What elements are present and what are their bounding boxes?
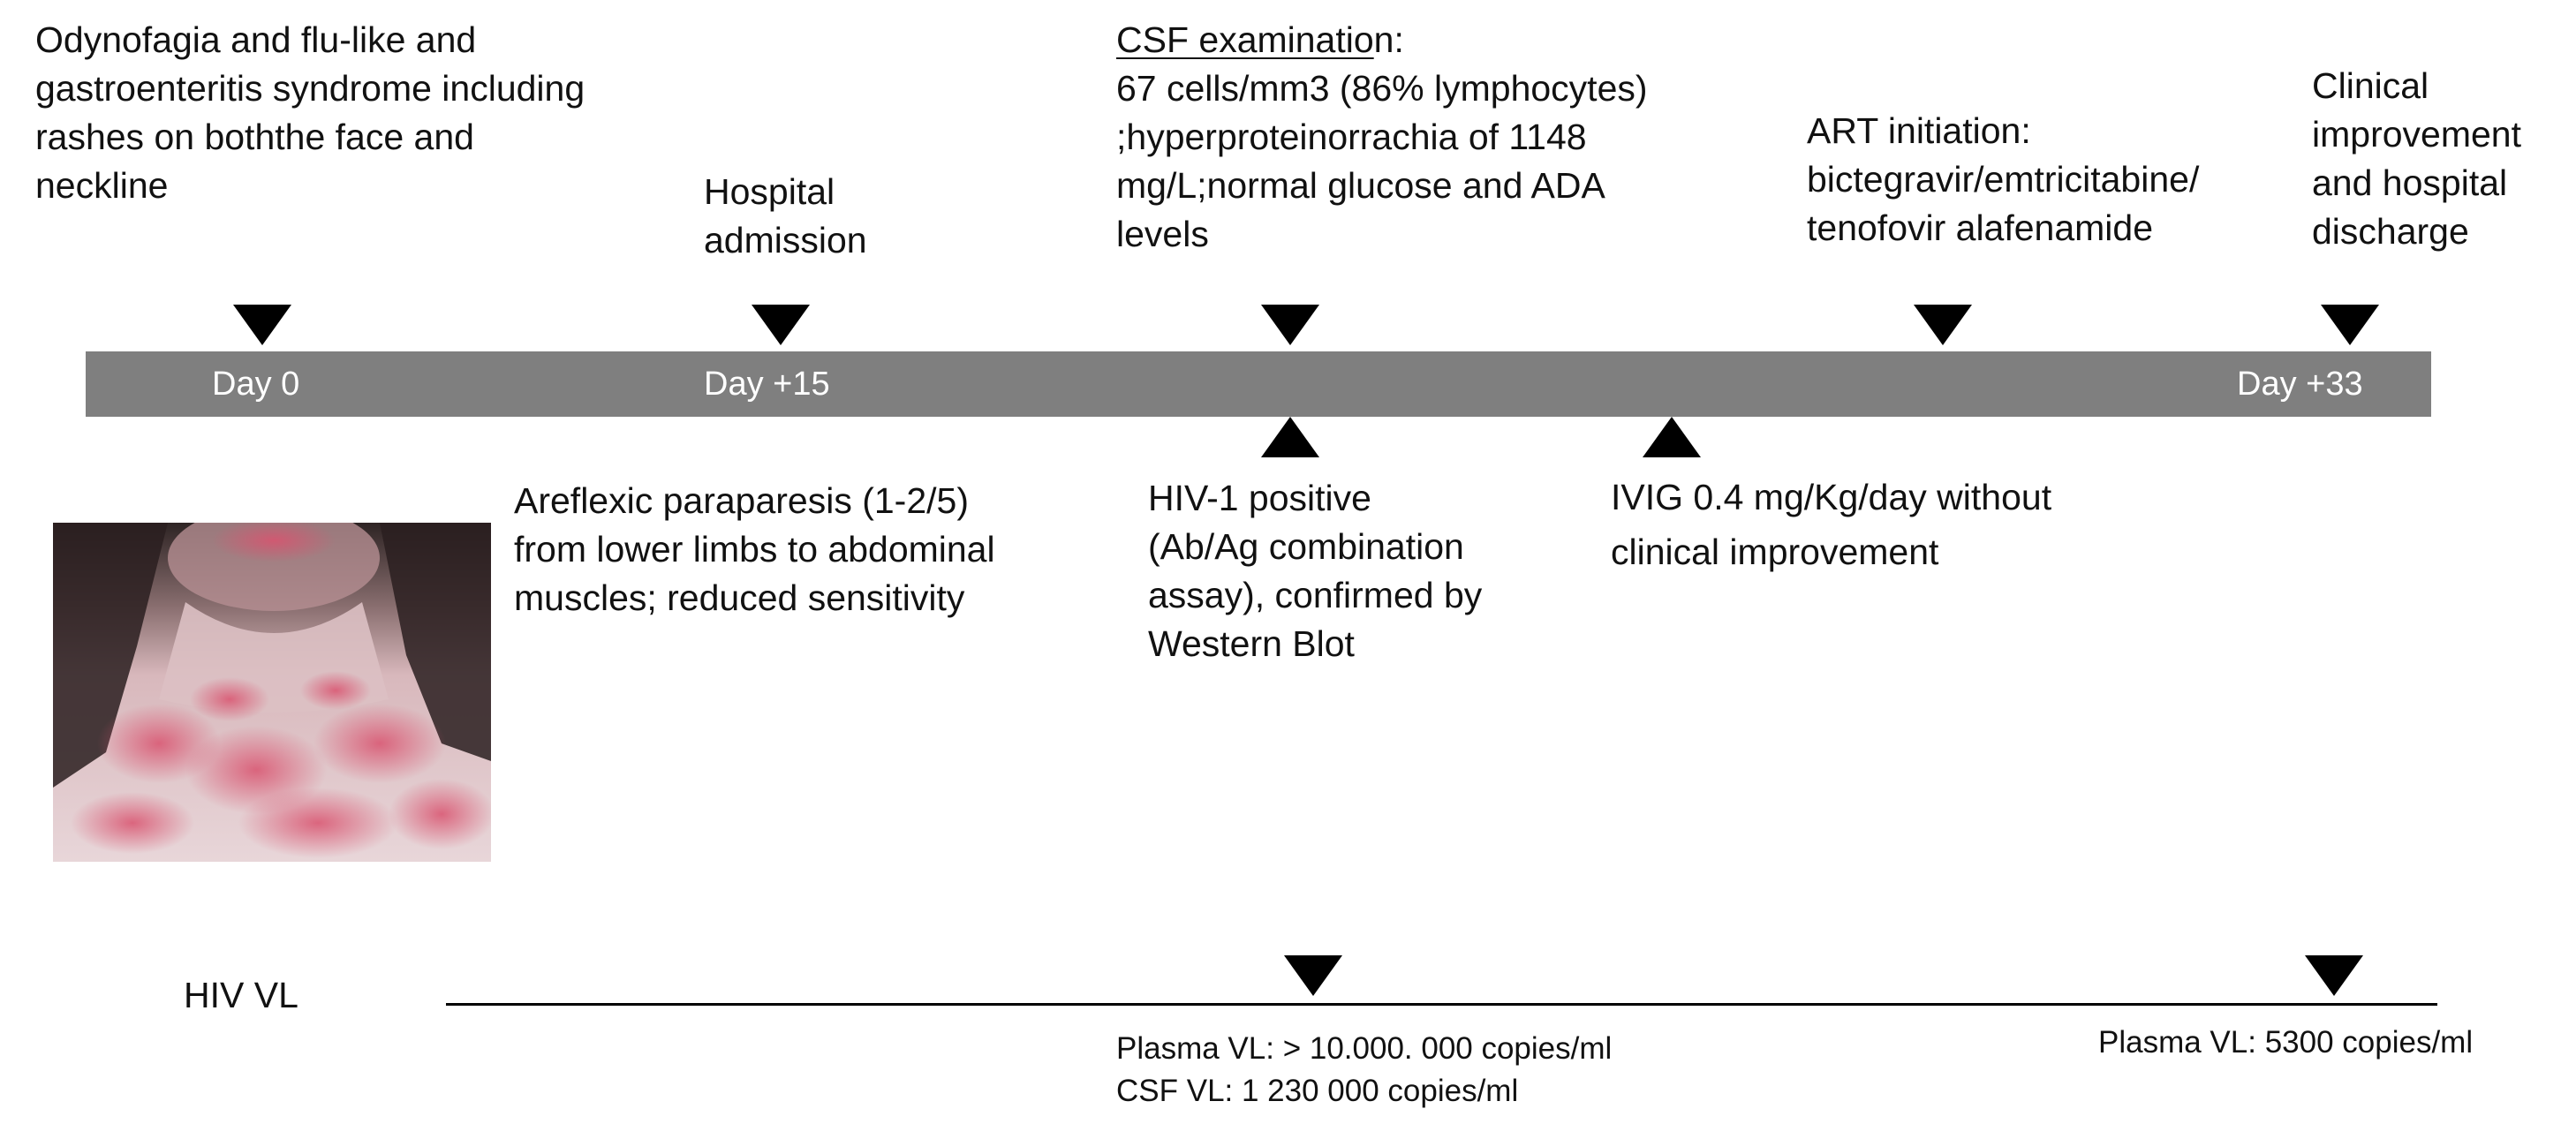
marker-down-discharge: [2321, 305, 2379, 345]
day-label-0: Day 0: [212, 366, 300, 403]
event-discharge-line: improvement: [2312, 114, 2521, 155]
event-hiv-line: (Ab/Ag combination: [1148, 526, 1464, 567]
marker-up-ivig: [1643, 417, 1701, 457]
event-discharge-text: Clinical improvement and hospital discha…: [2312, 62, 2521, 256]
event-csf-line: levels: [1116, 214, 1209, 254]
event-discharge-line: Clinical: [2312, 65, 2429, 106]
marker-down-art: [1914, 305, 1972, 345]
marker-down-day0: [233, 305, 291, 345]
event-paraparesis-line: Areflexic paraparesis (1-2/5): [514, 480, 969, 521]
event-day0-line: Odynofagia and flu-like and: [35, 19, 477, 60]
event-art-text: ART initiation: bictegravir/emtricitabin…: [1807, 107, 2199, 253]
event-admission-line: admission: [704, 220, 867, 260]
event-discharge-line: discharge: [2312, 211, 2469, 252]
event-day0-line: rashes on boththe face and: [35, 117, 474, 157]
marker-up-hiv: [1261, 417, 1319, 457]
event-csf-text: CSF examination: 67 cells/mm3 (86% lymph…: [1116, 16, 1648, 259]
marker-down-admission: [752, 305, 810, 345]
rash-photo-image: [53, 523, 491, 862]
event-paraparesis-text: Areflexic paraparesis (1-2/5) from lower…: [514, 477, 995, 622]
marker-down-csf: [1261, 305, 1319, 345]
event-csf-line: ;hyperproteinorrachia of 1148: [1116, 117, 1587, 157]
event-discharge-line: and hospital: [2312, 162, 2508, 203]
event-ivig-line: clinical improvement: [1611, 532, 1939, 572]
csf-heading: CSF examination:: [1116, 16, 1648, 64]
event-day0-line: neckline: [35, 165, 169, 206]
timeline-bar: [86, 351, 2431, 417]
event-day0-line: gastroenteritis syndrome including: [35, 68, 585, 109]
event-paraparesis-line: muscles; reduced sensitivity: [514, 577, 965, 618]
event-paraparesis-line: from lower limbs to abdominal: [514, 529, 995, 570]
vl-first-text: Plasma VL: > 10.000. 000 copies/ml CSF V…: [1116, 1028, 1612, 1113]
marker-down-vl-2: [2305, 955, 2363, 996]
event-art-line: ART initiation:: [1807, 110, 2031, 151]
vl-second-text: Plasma VL: 5300 copies/ml: [2098, 1025, 2474, 1060]
event-ivig-text: IVIG 0.4 mg/Kg/day without clinical impr…: [1611, 470, 2051, 579]
event-art-line: tenofovir alafenamide: [1807, 207, 2154, 248]
marker-down-vl-1: [1284, 955, 1342, 996]
event-hiv-line: assay), confirmed by: [1148, 575, 1483, 615]
day-label-33: Day +33: [2237, 366, 2363, 403]
rash-photo: [53, 523, 491, 862]
event-ivig-line: IVIG 0.4 mg/Kg/day without: [1611, 477, 2052, 517]
hiv-vl-label: HIV VL: [184, 975, 298, 1015]
viral-load-line: [446, 1003, 2437, 1006]
event-csf-line: 67 cells/mm3 (86% lymphocytes): [1116, 68, 1648, 109]
csf-heading-suffix: n:: [1373, 19, 1404, 60]
event-admission-line: Hospital: [704, 171, 835, 212]
event-admission-text: Hospital admission: [704, 168, 867, 265]
event-hiv-line: Western Blot: [1148, 623, 1355, 664]
event-csf-line: mg/L;normal glucose and ADA: [1116, 165, 1605, 206]
event-hiv-line: HIV-1 positive: [1148, 478, 1371, 518]
csf-heading-underlined: CSF examinatio: [1116, 19, 1374, 60]
event-art-line: bictegravir/emtricitabine/: [1807, 159, 2200, 200]
vl-first-line: Plasma VL: > 10.000. 000 copies/ml: [1116, 1031, 1613, 1066]
vl-first-line: CSF VL: 1 230 000 copies/ml: [1116, 1074, 1519, 1108]
day-label-15: Day +15: [704, 366, 830, 403]
event-hiv-text: HIV-1 positive (Ab/Ag combination assay)…: [1148, 474, 1482, 668]
event-day0-text: Odynofagia and flu-like and gastroenteri…: [35, 16, 585, 210]
